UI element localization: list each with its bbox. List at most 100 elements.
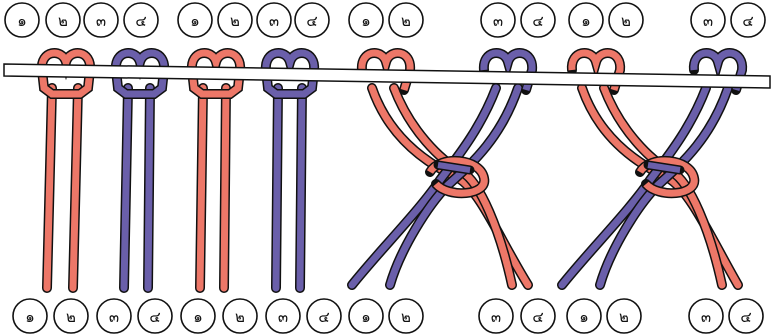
bottom-cord-number-badge-label: ๑: [361, 308, 371, 326]
bottom-cord-number-badge-circle: [12, 298, 48, 334]
cord-pair-salmon-2: [186, 48, 246, 293]
top-cord-number-badge-circle: [348, 2, 384, 38]
bottom-cord-number-badge-label: ๓: [701, 308, 711, 326]
top-cord-number-badge: ๒: [608, 2, 644, 38]
top-cord-number-badge-circle: [294, 2, 330, 38]
bottom-cord-number-badge-circle: [96, 298, 132, 334]
top-cord-number-badge-label: ๑: [581, 12, 591, 30]
bottom-cord-number-badge-circle: [688, 298, 724, 334]
top-cord-number-badge-label: ๑: [190, 12, 200, 30]
top-cord-number-badge: ๑: [348, 2, 384, 38]
top-cord-number-badge-circle: [256, 2, 292, 38]
bottom-cord-number-badge-circle: [306, 298, 342, 334]
top-cord-number-badge: ๓: [83, 2, 119, 38]
bottom-cord-number-badge-label: ๔: [318, 308, 329, 326]
bottom-cord-number-badge: ๒: [222, 298, 258, 334]
top-cord-number-badge-circle: [83, 2, 119, 38]
bottom-cord-number-badge: ๔: [306, 298, 342, 334]
bottom-cord-number-badge: ๑: [12, 298, 48, 334]
bottom-cord-number-badge-circle: [566, 298, 602, 334]
bottom-cord-number-badge-circle: [265, 298, 301, 334]
top-cord-number-badge-label: ๒: [621, 12, 631, 30]
bottom-cord-number-badge-label: ๑: [579, 308, 589, 326]
top-cord-number-badge-label: ๔: [306, 12, 317, 30]
bottom-cord-number-badge: ๒: [388, 298, 424, 334]
bottom-cord-number-badge-circle: [180, 298, 216, 334]
bottom-cord-number-badge: ๑: [180, 298, 216, 334]
top-cord-number-badge-label: ๒: [58, 12, 68, 30]
top-label-row: ๑ ๒ ๓ ๔ ๑ ๒ ๓ ๔ ๑ ๒ ๓ ๔ ๑ ๒ ๓ ๔: [4, 2, 766, 38]
bottom-cord-number-badge: ๔: [137, 298, 173, 334]
bottom-cord-number-badge-circle: [53, 298, 89, 334]
top-cord-number-badge-circle: [608, 2, 644, 38]
top-cord-number-badge-circle: [123, 2, 159, 38]
top-cord-number-badge-label: ๓: [493, 12, 503, 30]
top-cord-number-badge: ๑: [568, 2, 604, 38]
top-cord-number-badge-label: ๓: [269, 12, 279, 30]
bottom-cord-number-badge-circle: [222, 298, 258, 334]
bottom-cord-number-badge: ๓: [688, 298, 724, 334]
bottom-cord-number-badge-label: ๒: [619, 308, 629, 326]
bottom-cord-number-badge-label: ๓: [278, 308, 288, 326]
bottom-cord-number-badge-circle: [606, 298, 642, 334]
top-cord-number-badge: ๓: [256, 2, 292, 38]
top-cord-number-badge-circle: [690, 2, 726, 38]
bottom-cord-number-badge: ๓: [265, 298, 301, 334]
top-cord-number-badge: ๒: [388, 2, 424, 38]
top-cord-number-badge-label: ๓: [96, 12, 106, 30]
holding-rod: [3, 63, 771, 89]
bottom-label-row: ๑๒๓๔๑๒๓๔๑๒๓๔๑๒๓๔: [12, 298, 764, 334]
top-cord-number-badge: ๔: [730, 2, 766, 38]
bottom-cord-number-badge-circle: [137, 298, 173, 334]
bottom-cord-number-badge: ๒: [53, 298, 89, 334]
bottom-cord-number-badge: ๔: [520, 298, 556, 334]
bottom-cord-number-badge-label: ๔: [740, 308, 751, 326]
top-cord-number-badge-label: ๑: [17, 12, 27, 30]
top-cord-number-badge-label: ๑: [361, 12, 371, 30]
top-cord-number-badge: ๓: [480, 2, 516, 38]
top-cord-number-badge-circle: [388, 2, 424, 38]
top-cord-number-badge-circle: [520, 2, 556, 38]
bottom-cord-number-badge-label: ๒: [401, 308, 411, 326]
bottom-cord-number-badge: ๓: [96, 298, 132, 334]
bottom-cord-number-badge: ๑: [566, 298, 602, 334]
top-cord-number-badge-label: ๔: [742, 12, 753, 30]
bottom-cord-number-badge-circle: [728, 298, 764, 334]
hanging-cords-group-left: [36, 48, 320, 293]
top-cord-number-badge-circle: [177, 2, 213, 38]
bottom-cord-number-badge-label: ๔: [149, 308, 160, 326]
bottom-cord-number-badge-label: ๒: [235, 308, 245, 326]
top-cord-number-badge: ๑: [4, 2, 40, 38]
top-cord-number-badge-circle: [4, 2, 40, 38]
bottom-cord-number-badge-circle: [348, 298, 384, 334]
bottom-cord-number-badge-label: ๔: [532, 308, 543, 326]
top-cord-number-badge-circle: [217, 2, 253, 38]
top-cord-number-badge: ๔: [294, 2, 330, 38]
top-cord-number-badge-circle: [730, 2, 766, 38]
cord-pair-salmon-1: [36, 48, 96, 293]
top-cord-number-badge: ๑: [177, 2, 213, 38]
bottom-cord-number-badge-label: ๑: [25, 308, 35, 326]
top-cord-number-badge: ๓: [690, 2, 726, 38]
bottom-cord-number-badge-label: ๓: [109, 308, 119, 326]
bottom-cord-number-badge: ๔: [728, 298, 764, 334]
top-cord-number-badge-label: ๓: [703, 12, 713, 30]
top-cord-number-badge-label: ๔: [135, 12, 146, 30]
top-cord-number-badge: ๒: [217, 2, 253, 38]
crossing-knot-middle: [347, 48, 538, 290]
top-cord-number-badge-circle: [568, 2, 604, 38]
top-cord-number-badge-label: ๒: [401, 12, 411, 30]
top-cord-number-badge-label: ๒: [230, 12, 240, 30]
crossing-knot-right: [557, 48, 748, 290]
bottom-cord-number-badge-circle: [388, 298, 424, 334]
top-cord-number-badge-label: ๔: [532, 12, 543, 30]
bottom-cord-number-badge: ๒: [606, 298, 642, 334]
bottom-cord-number-badge-label: ๒: [66, 308, 76, 326]
bottom-cord-number-badge-label: ๑: [193, 308, 203, 326]
cord-pair-purple-2: [260, 48, 320, 293]
bottom-cord-number-badge: ๓: [478, 298, 514, 334]
bottom-cord-number-badge: ๑: [348, 298, 384, 334]
bottom-cord-number-badge-circle: [478, 298, 514, 334]
